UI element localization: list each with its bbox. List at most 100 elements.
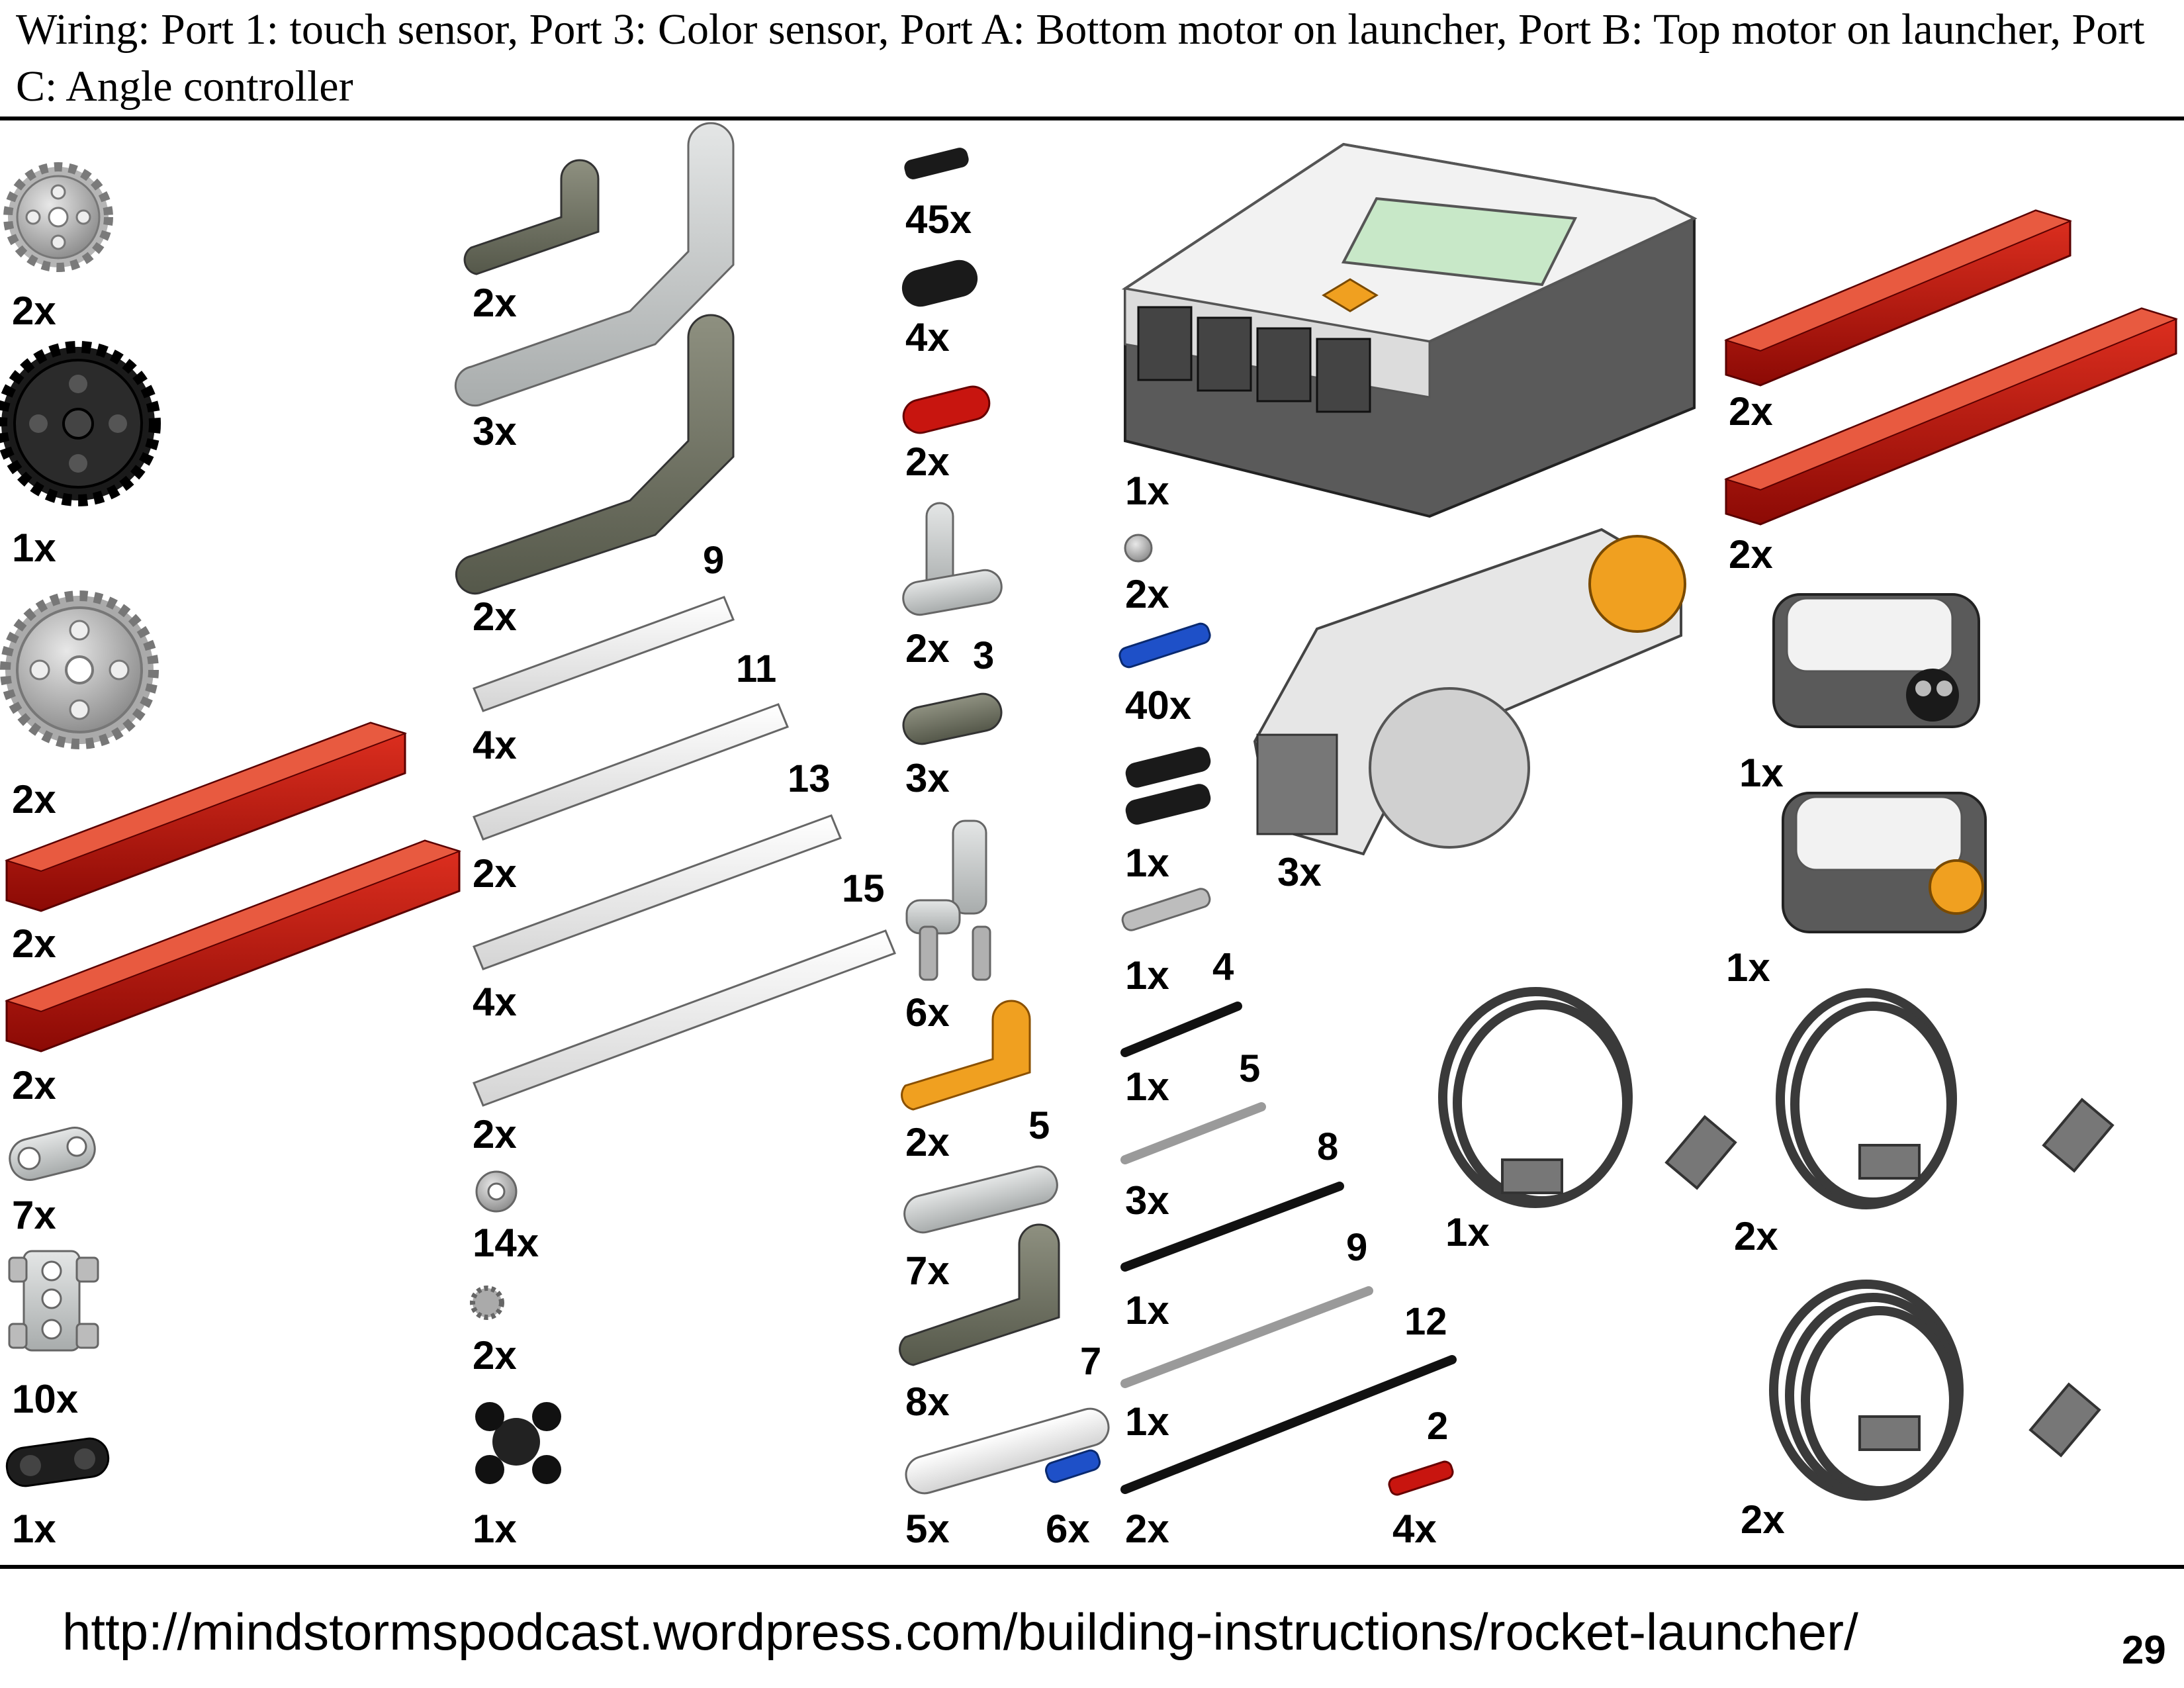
nxt-brick-icon	[1121, 142, 1698, 518]
dark-l-beam-large-icon	[899, 1223, 1060, 1366]
dark-l-beam-icon	[463, 159, 600, 275]
dark-beam-3-icon	[902, 692, 1003, 745]
qty-label: 6x	[905, 990, 950, 1035]
axle-9-icon	[1120, 1286, 1373, 1388]
top-divider	[0, 117, 2184, 120]
beam-length-label: 15	[842, 867, 885, 910]
qty-label: 2x	[473, 1333, 517, 1378]
axle-5-icon	[1120, 1102, 1266, 1164]
qty-label: 1x	[1125, 953, 1169, 998]
black-cross-connector-icon	[1125, 747, 1211, 825]
qty-label: 2x	[473, 1112, 517, 1156]
beam-5-icon	[903, 1165, 1058, 1234]
blue-axle-pin-icon	[1118, 622, 1211, 669]
gray-axle-pin-icon	[1121, 888, 1211, 931]
qty-label: 3x	[905, 756, 950, 800]
beam-15-icon	[473, 929, 896, 1107]
axle-8-icon	[1120, 1182, 1344, 1272]
qty-label: 1x	[1445, 1210, 1490, 1254]
qty-label: 6x	[1046, 1507, 1090, 1551]
qty-label: 40x	[1125, 683, 1191, 727]
cable-medium-icon	[1776, 988, 2115, 1209]
qty-label: 2x	[1125, 572, 1169, 616]
qty-label: 7x	[905, 1248, 950, 1293]
axle-4-icon	[1120, 1002, 1242, 1057]
touch-sensor-icon	[1782, 792, 1987, 933]
qty-label: 1x	[1125, 1064, 1169, 1109]
qty-label: 8x	[905, 1380, 950, 1424]
ultrasonic-sensor-icon	[1772, 593, 1980, 728]
qty-label: 2x	[1729, 532, 1773, 577]
qty-label: 2x	[473, 851, 517, 896]
qty-label: 7x	[12, 1193, 56, 1237]
axle-length-label: 9	[1346, 1226, 1367, 1269]
qty-label: 2x	[473, 594, 517, 639]
qty-label: 2x	[905, 440, 950, 484]
black-connector-icon	[5, 1437, 110, 1487]
qty-label: 1x	[473, 1507, 517, 1551]
wiring-text: Wiring: Port 1: touch sensor, Port 3: Co…	[16, 5, 2145, 111]
qty-label: 2x	[12, 921, 56, 966]
cable-long-icon	[1769, 1280, 2101, 1501]
qty-label: 1x	[12, 526, 56, 570]
qty-label: 14x	[473, 1221, 539, 1265]
red-technic-brick-icon	[1724, 209, 2072, 387]
qty-label: 2x	[12, 289, 56, 333]
pin-joiner-icon	[905, 820, 991, 981]
footer-url[interactable]: http://mindstormspodcast.wordpress.com/b…	[62, 1603, 1858, 1661]
qty-label: 2x	[12, 777, 56, 821]
double-pin-connector-icon	[8, 1250, 99, 1352]
qty-label: 3x	[473, 409, 517, 453]
beam-13-icon	[473, 814, 842, 970]
beam-length-label: 3	[973, 634, 994, 677]
red-technic-brick-icon	[4, 722, 408, 912]
red-axle-2-icon	[1388, 1460, 1454, 1496]
beam-length-label: 5	[1028, 1104, 1050, 1147]
qty-label: 2x	[1741, 1497, 1785, 1542]
red-technic-brick-icon	[1724, 307, 2178, 526]
dark-angled-beam-icon	[455, 314, 735, 595]
servo-motor-icon	[1253, 528, 1686, 856]
friction-pin-icon	[904, 148, 969, 179]
beam-7-icon	[905, 1407, 1110, 1495]
axle-12-icon	[1120, 1355, 1457, 1494]
qty-label: 1x	[1739, 751, 1784, 795]
qty-label: 3x	[1277, 850, 1322, 894]
qty-label: 2x	[473, 281, 517, 325]
qty-label: 1x	[1125, 1399, 1169, 1444]
page-number: 29	[2122, 1628, 2166, 1672]
qty-label: 4x	[905, 315, 950, 359]
t-beam-icon	[902, 502, 1003, 616]
qty-label: 4x	[1392, 1507, 1437, 1551]
beam-length-label: 11	[736, 647, 776, 690]
orange-l-beam-icon	[901, 1000, 1031, 1111]
qty-label: 1x	[1125, 469, 1169, 513]
red-beam-2-icon	[902, 385, 991, 434]
light-angled-beam-icon	[454, 122, 735, 407]
gray-bush-icon	[1124, 534, 1153, 563]
qty-label: 10x	[12, 1377, 78, 1421]
qty-label: 2x	[1734, 1214, 1778, 1258]
qty-label: 2x	[1729, 389, 1773, 434]
bush-icon	[475, 1170, 518, 1213]
beam-9-icon	[473, 596, 735, 712]
axle-length-label: 5	[1239, 1047, 1260, 1090]
cable-short-icon	[1438, 987, 1737, 1208]
black-beam-2-icon	[901, 259, 978, 307]
beam-length-label: 9	[703, 539, 724, 582]
qty-label: 1x	[1125, 841, 1169, 885]
qty-label: 2x	[905, 626, 950, 671]
cross-block-icon	[9, 1127, 96, 1181]
gear-40-tooth-black-icon	[0, 341, 161, 506]
gear-40-tooth-gray-icon	[0, 590, 159, 749]
blue-pin-icon	[1044, 1449, 1101, 1483]
gear-24-tooth-icon	[3, 162, 113, 272]
beam-length-label: 7	[1080, 1340, 1101, 1383]
qty-label: 2x	[1125, 1507, 1169, 1551]
qty-label: 2x	[905, 1120, 950, 1164]
beam-11-icon	[473, 703, 789, 841]
qty-label: 45x	[905, 197, 972, 242]
qty-label: 1x	[1125, 1288, 1169, 1333]
black-hub-icon	[475, 1402, 561, 1484]
